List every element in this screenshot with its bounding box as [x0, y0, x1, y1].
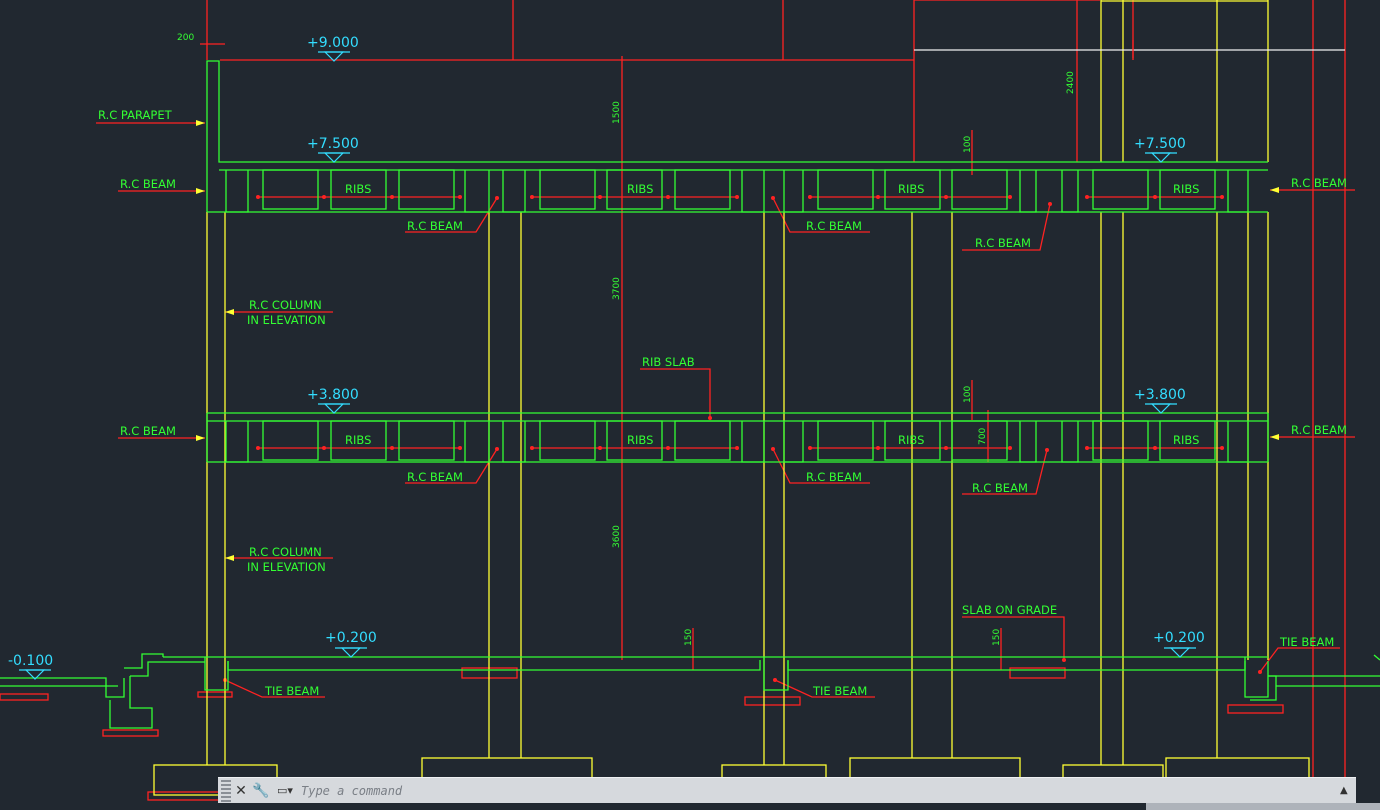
label-rc-beam: R.C BEAM	[972, 481, 1028, 495]
label-rc-beam: R.C BEAM	[407, 470, 463, 484]
level-top: +9.000	[307, 35, 359, 51]
label-ribs: RIBS	[898, 182, 924, 196]
level-first: +3.800	[307, 387, 359, 403]
label-beam-left-lower: R.C BEAM	[120, 424, 176, 438]
label-tie-beam-2: TIE BEAM	[812, 684, 867, 698]
level-roof-right: +7.500	[1134, 136, 1186, 152]
label-rc-beam: R.C BEAM	[806, 470, 862, 484]
label-ribs: RIBS	[345, 182, 371, 196]
dim-200: 200	[177, 33, 194, 43]
label-ribs: RIBS	[345, 433, 371, 447]
level-roof: +7.500	[307, 136, 359, 152]
label-column-upper-2: IN ELEVATION	[247, 313, 326, 327]
label-ribs: RIBS	[627, 182, 653, 196]
dim-2400: 2400	[1066, 71, 1076, 94]
label-column-upper-1: R.C COLUMN	[249, 298, 322, 312]
wrench-icon[interactable]: 🔧	[252, 782, 270, 799]
dimension-lines	[0, 0, 1355, 801]
leader-arrowheads	[196, 120, 1279, 561]
dim-700: 700	[978, 428, 988, 445]
dim-3700: 3700	[612, 277, 622, 300]
dim-1500: 1500	[612, 101, 622, 124]
label-ribs: RIBS	[1173, 182, 1199, 196]
dim-150: 150	[992, 629, 1002, 646]
dim-3600: 3600	[612, 525, 622, 548]
label-beam-right-upper: R.C BEAM	[1291, 176, 1347, 190]
label-rc-beam: R.C BEAM	[806, 219, 862, 233]
label-slab-on-grade: SLAB ON GRADE	[962, 603, 1057, 617]
dimension-dots	[223, 195, 1262, 682]
level-ground-right: +0.200	[1153, 630, 1205, 646]
level-ground: +0.200	[325, 630, 377, 646]
label-beam-right-lower: R.C BEAM	[1291, 423, 1347, 437]
label-ribs: RIBS	[627, 433, 653, 447]
columns-and-footings	[153, 0, 1310, 796]
level-markers	[19, 51, 1196, 680]
label-rib-slab: RIB SLAB	[642, 355, 695, 369]
level-grade: -0.100	[8, 653, 53, 669]
drag-handle-icon[interactable]	[221, 779, 231, 802]
label-ribs: RIBS	[898, 433, 924, 447]
label-column-lower-1: R.C COLUMN	[249, 545, 322, 559]
dim-100: 100	[963, 136, 973, 153]
label-column-lower-2: IN ELEVATION	[247, 560, 326, 574]
command-input[interactable]	[299, 778, 1340, 803]
label-beam-left-upper: R.C BEAM	[120, 177, 176, 191]
command-line-bar: ✕ 🔧 ▭▾ ▲	[218, 777, 1356, 803]
status-bar-edge	[1146, 803, 1380, 810]
level-first-right: +3.800	[1134, 387, 1186, 403]
chevron-up-icon[interactable]: ▲	[1340, 785, 1348, 796]
label-ribs: RIBS	[1173, 433, 1199, 447]
dim-100: 100	[963, 386, 973, 403]
slab-and-beam-outlines	[0, 60, 1380, 729]
command-prompt-icon[interactable]: ▭▾	[277, 784, 293, 797]
label-rc-beam: R.C BEAM	[407, 219, 463, 233]
label-tie-beam-3: TIE BEAM	[1279, 635, 1334, 649]
dim-150: 150	[684, 629, 694, 646]
label-parapet: R.C PARAPET	[98, 108, 173, 122]
close-icon[interactable]: ✕	[235, 782, 247, 799]
label-tie-beam-1: TIE BEAM	[264, 684, 319, 698]
label-rc-beam: R.C BEAM	[975, 236, 1031, 250]
